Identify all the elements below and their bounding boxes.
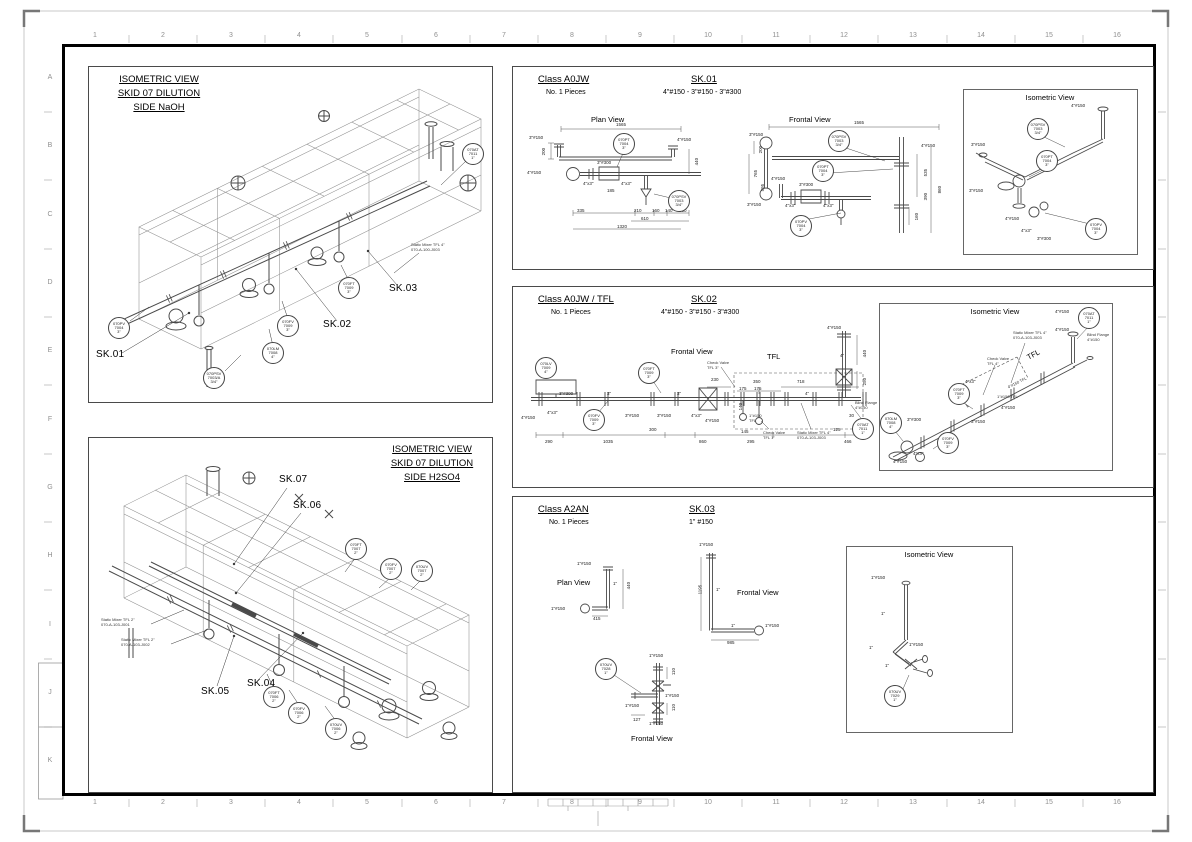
sk01-isometric-box xyxy=(963,89,1138,255)
panel-detail-sk01: Class A0JW No. 1 Pieces SK.01 4"#150 - 3… xyxy=(512,66,1154,270)
leader-lines xyxy=(616,134,1095,226)
tfl-dashed-boundary xyxy=(733,372,864,430)
sk03-detail-drawing xyxy=(580,553,933,725)
panel-title-naoh: ISOMETRIC VIEW SKID 07 DILUTION SIDE NaO… xyxy=(117,74,201,113)
annotation-label: 10 xyxy=(704,799,712,806)
sk03-number: SK.03 xyxy=(689,504,715,515)
annotation-label: 3 xyxy=(229,32,233,39)
annotation-label: 2 xyxy=(161,32,165,39)
annotation-label: 15 xyxy=(1045,32,1053,39)
piping-lines xyxy=(580,553,933,725)
annotation-label: 16 xyxy=(1113,799,1121,806)
annotation-label: 5 xyxy=(365,32,369,39)
annotation-label: 6 xyxy=(434,799,438,806)
annotation-label: I xyxy=(49,621,51,628)
sk03-spec: 1" #150 xyxy=(689,519,713,526)
sk03-isometric-box xyxy=(846,546,1013,733)
dimension-lines xyxy=(592,557,759,716)
annotation-label: 5 xyxy=(365,799,369,806)
annotation-label: 13 xyxy=(909,799,917,806)
annotation-label: 9 xyxy=(638,799,642,806)
sk02-pieces-label: No. 1 Pieces xyxy=(551,309,591,316)
annotation-label: 16 xyxy=(1113,32,1121,39)
annotation-label: H xyxy=(47,552,53,559)
fold-mark-box xyxy=(38,662,64,800)
panel-title-h2so4: ISOMETRIC VIEW SKID 07 DILUTION SIDE H2S… xyxy=(390,444,474,483)
panel-detail-sk02: Class A0JW / TFL No. 1 Pieces SK.02 4"#1… xyxy=(512,286,1154,488)
annotation-label: 14 xyxy=(977,799,985,806)
annotation-label: 7 xyxy=(502,799,506,806)
sk03-class-label: Class A2AN xyxy=(538,504,589,515)
annotation-label: 4 xyxy=(297,32,301,39)
annotation-label: E xyxy=(47,347,53,354)
annotation-label: 1 xyxy=(93,799,97,806)
annotation-label: 13 xyxy=(909,32,917,39)
sk02-isometric-box xyxy=(879,303,1113,471)
annotation-label: C xyxy=(47,211,53,218)
dimension-lines xyxy=(548,124,940,233)
dimension-lines xyxy=(535,335,862,438)
sk01-class-label: Class A0JW xyxy=(538,74,590,85)
annotation-label: 15 xyxy=(1045,799,1053,806)
sk02-number: SK.02 xyxy=(691,294,717,305)
annotation-label: 9 xyxy=(638,32,642,39)
panel-detail-sk03: Class A2AN No. 1 Pieces SK.03 1" #150 Pl… xyxy=(512,496,1154,793)
annotation-label: 3 xyxy=(229,799,233,806)
naoh-skid-drawing xyxy=(110,88,482,387)
annotation-label: F xyxy=(47,416,53,423)
sk01-detail-drawing xyxy=(548,106,1109,233)
annotation-label: 1 xyxy=(93,32,97,39)
drawing-border xyxy=(62,44,1156,796)
sk01-spec: 4"#150 - 3"#150 - 3"#300 xyxy=(663,89,742,96)
annotation-label: 12 xyxy=(840,32,848,39)
sk01-number: SK.01 xyxy=(691,74,717,85)
skid-frame-lines xyxy=(123,474,470,739)
sk02-spec: 4"#150 - 3"#150 - 3"#300 xyxy=(661,309,740,316)
piping-lines xyxy=(110,110,477,387)
annotation-label: 4 xyxy=(297,799,301,806)
annotation-label: K xyxy=(47,757,53,764)
annotation-label: A xyxy=(47,74,53,81)
annotation-label: 6 xyxy=(434,32,438,39)
annotation-label: G xyxy=(47,484,53,491)
annotation-label: B xyxy=(47,142,53,149)
annotation-label: 14 xyxy=(977,32,985,39)
graphic-scale-ruler xyxy=(547,798,669,826)
annotation-label: J xyxy=(48,689,52,696)
sk02-class-label: Class A0JW / TFL xyxy=(538,294,614,305)
annotation-label: 7 xyxy=(502,32,506,39)
piping-lines xyxy=(554,106,1109,233)
h2so4-skid-drawing xyxy=(108,466,470,750)
annotation-label: 10 xyxy=(704,32,712,39)
annotation-label: 11 xyxy=(772,32,780,39)
skid-frame-lines xyxy=(138,88,482,350)
leader-lines xyxy=(121,160,467,372)
panel-iso-h2so4: ISOMETRIC VIEW SKID 07 DILUTION SIDE H2S… xyxy=(88,437,493,793)
piping-lines xyxy=(108,466,458,750)
annotation-label: D xyxy=(47,279,53,286)
panel-iso-naoh: ISOMETRIC VIEW SKID 07 DILUTION SIDE NaO… xyxy=(88,66,493,403)
leader-lines xyxy=(150,487,423,722)
annotation-label: 8 xyxy=(570,32,574,39)
annotation-label: 12 xyxy=(840,799,848,806)
annotation-label: 8 xyxy=(570,799,574,806)
sk03-pieces-label: No. 1 Pieces xyxy=(549,519,589,526)
annotation-label: 2 xyxy=(161,799,165,806)
sk01-pieces-label: No. 1 Pieces xyxy=(546,89,586,96)
annotation-label: 11 xyxy=(772,799,780,806)
